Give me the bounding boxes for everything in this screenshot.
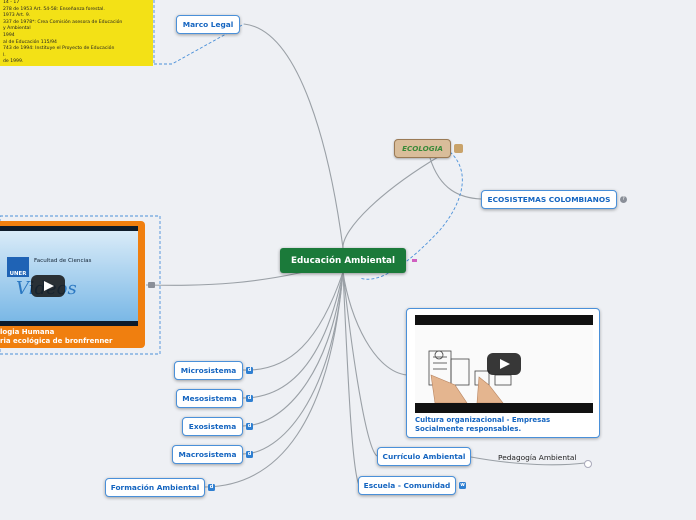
subtopic-badge-icon[interactable]: d	[246, 367, 253, 374]
caption-line: Cultura organizacional - Empresas	[415, 416, 551, 424]
video-thumbnail	[415, 325, 593, 404]
note-line: al de Educación 115/94	[3, 39, 57, 45]
logo-text: Facultad de Ciencias	[34, 258, 92, 264]
formacion-ambiental-node[interactable]: Formación Ambiental	[105, 478, 205, 497]
play-icon[interactable]	[487, 353, 521, 375]
exosistema-node[interactable]: Exosistema	[182, 417, 243, 436]
subtopic-badge-icon[interactable]: d	[246, 395, 253, 402]
clock-icon[interactable]	[584, 460, 592, 468]
caption-line: ria ecológica de bronfrenner	[0, 336, 113, 345]
left-video-card[interactable]: UNER Facultad de Ciencias Videos logia H…	[0, 221, 145, 348]
marco-legal-node[interactable]: Marco Legal	[176, 15, 240, 34]
note-line: 743 de 1994: Instituye el Proyecto de Ed…	[3, 46, 115, 52]
camera-icon[interactable]	[148, 282, 155, 288]
note-line: 1994	[3, 32, 15, 38]
central-topic[interactable]: Educación Ambiental	[280, 248, 406, 273]
note-line: 1973 Art. 9.	[3, 13, 31, 19]
video-frame[interactable]	[415, 315, 593, 413]
curriculo-ambiental-node[interactable]: Currículo Ambiental	[377, 447, 471, 466]
note-line: y Ambiental	[3, 26, 31, 32]
subtopic-badge-icon[interactable]: d	[246, 423, 253, 430]
info-icon[interactable]: ?	[620, 196, 627, 203]
macrosistema-node[interactable]: Macrosistema	[172, 445, 243, 464]
microsistema-node[interactable]: Microsistema	[174, 361, 243, 380]
ecosistemas-node[interactable]: ECOSISTEMAS COLOMBIANOS	[481, 190, 617, 209]
subtopic-badge-icon[interactable]: d	[246, 451, 253, 458]
video-frame[interactable]: UNER Facultad de Ciencias Videos	[0, 226, 138, 326]
play-icon[interactable]	[31, 275, 65, 297]
attachment-icon[interactable]	[454, 144, 463, 153]
left-video-caption: logia Humana ria ecológica de bronfrenne…	[0, 328, 113, 345]
ecologia-node[interactable]: ECOLOGIA	[394, 139, 451, 158]
marco-legal-note: 14 - 17 278 de 1953 Art. 54-58: Enseñanz…	[0, 0, 153, 66]
video-thumbnail: UNER Facultad de Ciencias Videos	[0, 231, 138, 321]
pedagogia-ambiental-node[interactable]: Pedagogía Ambiental	[498, 453, 577, 462]
note-line: 337 de 1978*: Crea Comisión asesora de E…	[3, 19, 123, 25]
caption-line: logia Humana	[0, 328, 55, 336]
right-video-caption: Cultura organizacional - Empresas Social…	[415, 416, 550, 433]
mesosistema-node[interactable]: Mesosistema	[176, 389, 243, 408]
subtopic-badge-icon[interactable]: w	[459, 482, 466, 489]
note-line: de 1999.	[3, 59, 24, 65]
escuela-comunidad-node[interactable]: Escuela - Comunidad	[358, 476, 456, 495]
subtopic-badge-icon[interactable]: d	[208, 484, 215, 491]
note-line: 278 de 1953 Art. 54-58: Enseñanza forest…	[3, 6, 105, 12]
note-line: 14 - 17	[3, 0, 20, 5]
caption-line: Socialmente responsables.	[415, 424, 522, 433]
right-video-card[interactable]: Cultura organizacional - Empresas Social…	[406, 308, 600, 438]
note-line: l.	[3, 52, 6, 58]
uner-logo: UNER	[7, 257, 29, 277]
